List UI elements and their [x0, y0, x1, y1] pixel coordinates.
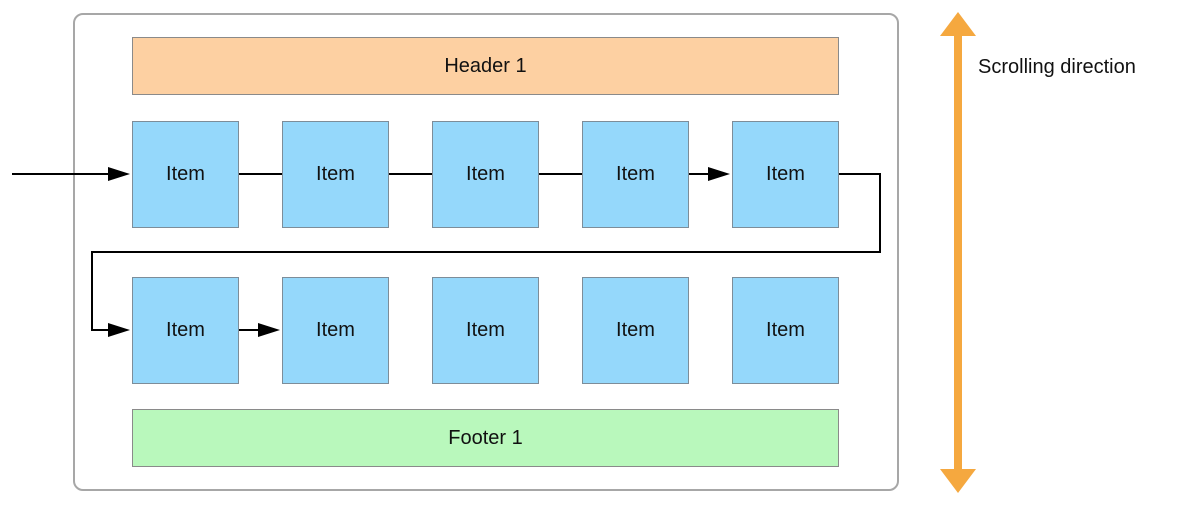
- section-footer: Footer 1: [132, 409, 839, 467]
- wrap-arrowhead: [108, 323, 130, 337]
- item-label: Item: [616, 163, 655, 185]
- connector-arrowhead: [708, 167, 730, 181]
- item-label: Item: [616, 319, 655, 341]
- header-label: Header 1: [444, 54, 527, 77]
- item-label: Item: [766, 319, 805, 341]
- item-label: Item: [466, 319, 505, 341]
- item-cell: Item: [132, 121, 239, 228]
- entry-arrowhead: [108, 167, 130, 181]
- item-cell: Item: [432, 277, 539, 384]
- item-label: Item: [466, 163, 505, 185]
- connector-arrowhead: [258, 323, 280, 337]
- item-cell: Item: [432, 121, 539, 228]
- item-cell: Item: [732, 121, 839, 228]
- scroll-arrow-up-head: [940, 12, 976, 36]
- item-label: Item: [766, 163, 805, 185]
- item-cell: Item: [582, 277, 689, 384]
- item-label: Item: [166, 319, 205, 341]
- item-cell: Item: [282, 277, 389, 384]
- wrap-line: [91, 173, 881, 331]
- scroll-direction-label: Scrolling direction: [978, 56, 1136, 78]
- item-cell: Item: [282, 121, 389, 228]
- item-cell: Item: [132, 277, 239, 384]
- section-header: Header 1: [132, 37, 839, 95]
- footer-label: Footer 1: [448, 426, 523, 449]
- scroll-arrow-down-head: [940, 469, 976, 493]
- item-cell: Item: [732, 277, 839, 384]
- item-label: Item: [166, 163, 205, 185]
- item-label: Item: [316, 319, 355, 341]
- item-cell: Item: [582, 121, 689, 228]
- item-label: Item: [316, 163, 355, 185]
